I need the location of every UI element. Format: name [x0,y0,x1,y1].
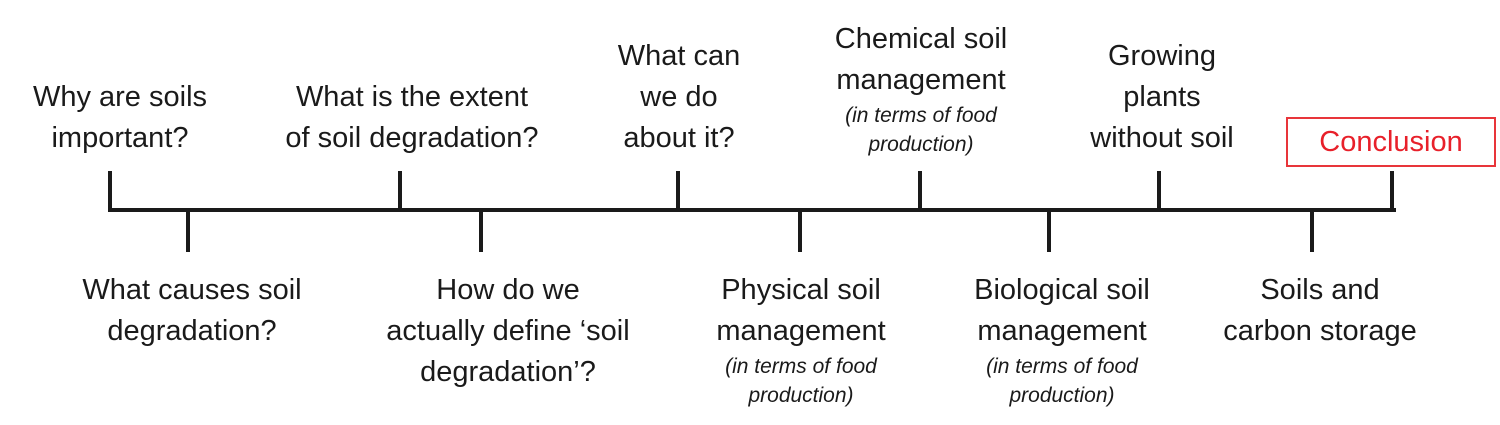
timeline-tick-down [1047,210,1051,252]
timeline-tick-up [1390,171,1394,210]
timeline-tick-up [676,171,680,210]
topic-label-chemical-management: Chemical soil management (in terms of fo… [786,5,1056,159]
topic-note: (in terms of food production) [986,355,1138,407]
topic-label-what-can-we-do: What can we do about it? [544,5,814,159]
conclusion-box: Conclusion [1286,117,1496,167]
timeline-tick-up [398,171,402,210]
topic-title: How do we actually define ‘soil degradat… [386,274,630,388]
topic-label-physical-management: Physical soil management (in terms of fo… [666,270,936,410]
topic-title: Why are soils important? [32,81,208,154]
topic-note: (in terms of food production) [725,355,877,407]
topic-label-extent-of-degradation: What is the extent of soil degradation? [277,5,547,159]
timeline-tick-down [479,210,483,252]
timeline-tick-up [918,171,922,210]
timeline-tick-down [1310,210,1314,252]
timeline-tick-up [108,171,112,210]
timeline-tick-up [1157,171,1161,210]
topic-label-carbon-storage: Soils and carbon storage [1185,270,1455,352]
topic-label-causes-of-degradation: What causes soil degradation? [57,270,327,352]
timeline-tick-down [186,210,190,252]
topic-note: (in terms of food production) [845,104,997,156]
topic-label-why-soils-important: Why are soils important? [0,5,255,159]
topic-title: What can we do about it? [617,40,741,154]
topic-title: What causes soil degradation? [82,274,302,347]
topic-label-define-degradation: How do we actually define ‘soil degradat… [373,270,643,393]
topic-title: What is the extent of soil degradation? [285,81,539,154]
timeline-tick-down [798,210,802,252]
topic-title: Physical soil management [716,274,886,347]
topic-label-biological-management: Biological soil management (in terms of … [927,270,1197,410]
topic-title: Biological soil management [974,274,1150,347]
topic-title: Chemical soil management [834,23,1008,96]
topic-title: Growing plants without soil [1090,40,1234,154]
topic-label-plants-without-soil: Growing plants without soil [1027,5,1297,159]
topic-title: Soils and carbon storage [1223,274,1417,347]
timeline-axis [108,208,1396,212]
